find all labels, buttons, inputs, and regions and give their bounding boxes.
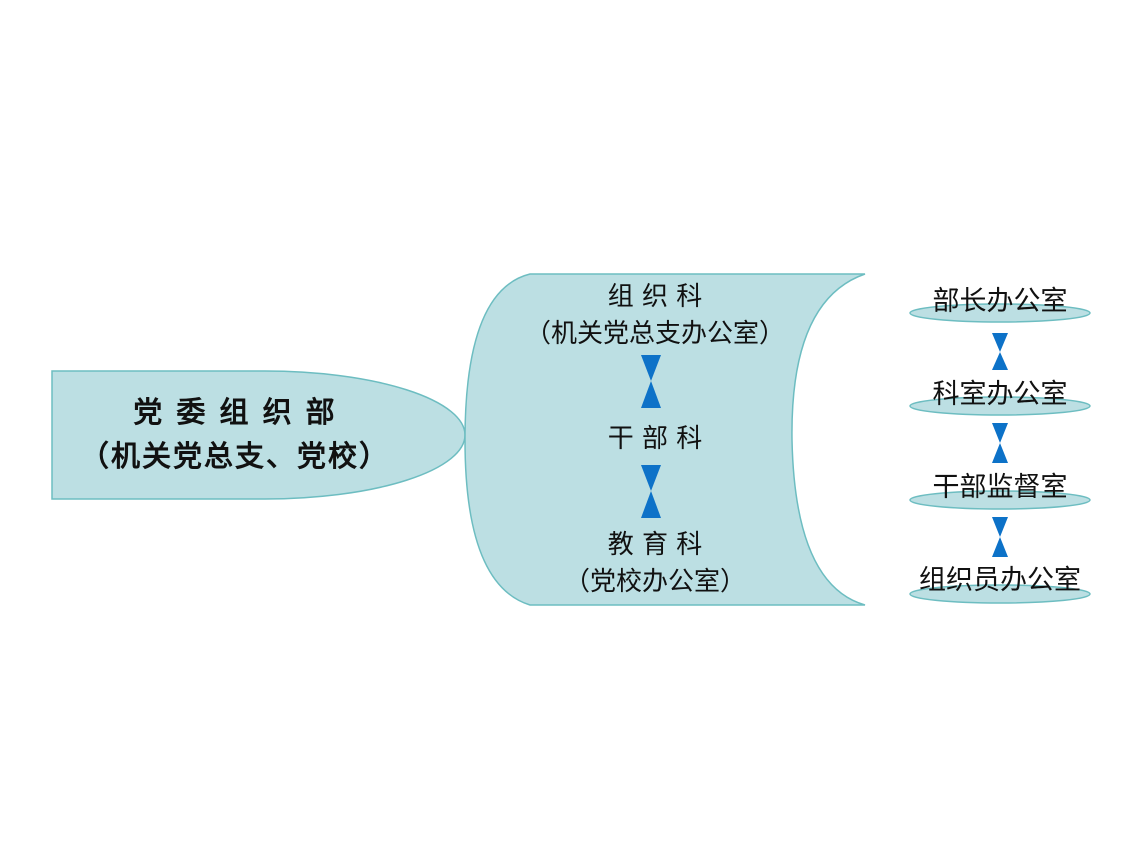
office-ellipse — [909, 490, 1091, 510]
section-subtitle: （党校办公室） — [564, 567, 746, 597]
root-title: 党 委 组 织 部 — [133, 395, 336, 429]
double-arrow-icon — [992, 333, 1008, 370]
section-title: 教 育 科 — [608, 530, 703, 560]
office-label: 部长办公室 — [933, 286, 1068, 317]
office-ellipse — [909, 584, 1091, 604]
double-arrow-icon — [641, 355, 661, 408]
double-arrow-icon — [992, 517, 1008, 557]
root-shape — [51, 370, 466, 500]
office-label: 干部监督室 — [933, 472, 1068, 503]
root-node: 党 委 组 织 部 （机关党总支、党校） — [51, 370, 466, 500]
section-title: 干 部 科 — [608, 424, 703, 454]
section-subtitle: （机关党总支办公室） — [525, 319, 785, 349]
office-label: 组织员办公室 — [919, 565, 1081, 596]
office-label: 科室办公室 — [933, 379, 1068, 410]
office-ellipse — [909, 396, 1091, 416]
sections-shape — [464, 273, 866, 606]
sections-node: 组 织 科 （机关党总支办公室） 干 部 科 教 育 科 （党校办公室） — [464, 273, 866, 606]
double-arrow-icon — [992, 423, 1008, 463]
offices-list: 部长办公室 科室办公室 干部监督室 组织员办公室 — [909, 286, 1091, 604]
section-title: 组 织 科 — [608, 282, 703, 312]
root-subtitle: （机关党总支、党校） — [80, 439, 390, 473]
office-ellipse — [909, 303, 1091, 323]
double-arrow-icon — [641, 465, 661, 518]
